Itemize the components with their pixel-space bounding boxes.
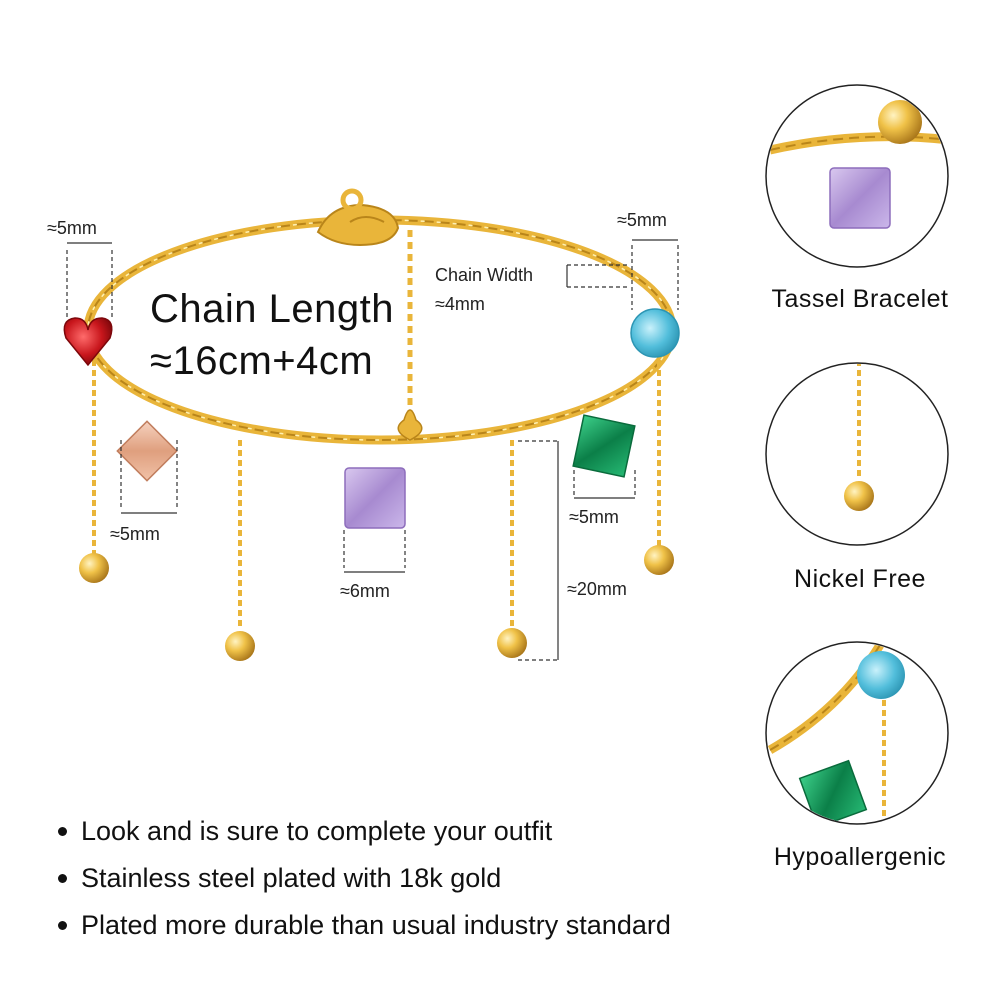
green-square-gem [572, 414, 636, 478]
dimension-blue-round: ≈5mm [617, 210, 667, 230]
dimension-guides [66, 239, 679, 661]
chain-length-title: Chain Length [150, 287, 394, 331]
feature-label-nickel: Nickel Free [794, 565, 926, 593]
bullet-text: Stainless steel plated with 18k gold [81, 863, 502, 893]
feature-bullet-list: Look and is sure to complete your outfit… [58, 808, 671, 949]
chain-length-value: ≈16cm+4cm [150, 339, 374, 383]
red-heart-gem [63, 317, 113, 367]
bullet-item: Stainless steel plated with 18k gold [58, 855, 671, 902]
bullet-text: Look and is sure to complete your outfit [81, 816, 553, 846]
bullet-dot-icon [58, 921, 67, 930]
feature-circle-tassel [765, 84, 949, 268]
dimension-red-heart: ≈5mm [47, 218, 97, 238]
dimension-tassel-length: ≈20mm [567, 579, 627, 599]
lobster-clasp [316, 188, 400, 247]
dimension-green-square: ≈5mm [569, 507, 619, 527]
gold-balls [79, 545, 674, 661]
bullet-item: Plated more durable than usual industry … [58, 902, 671, 949]
feature-label-tassel: Tassel Bracelet [771, 285, 949, 313]
chain-width-label: Chain Width [435, 265, 534, 285]
dimension-purple-square: ≈6mm [340, 581, 390, 601]
feature-label-hypoallergenic: Hypoallergenic [773, 843, 947, 871]
blue-round-gem [630, 308, 680, 358]
bullet-dot-icon [58, 827, 67, 836]
feature-circle-hypoallergenic [765, 641, 949, 825]
feature-circle-nickel [765, 362, 949, 546]
bullet-text: Plated more durable than usual industry … [81, 910, 671, 940]
champagne-square-gem [116, 420, 178, 482]
chain-width-value: ≈4mm [435, 294, 485, 314]
tassel-dangles [92, 360, 661, 630]
dimension-champagne-square: ≈5mm [110, 524, 160, 544]
bullet-item: Look and is sure to complete your outfit [58, 808, 671, 855]
extender-chain [397, 230, 423, 441]
bullet-dot-icon [58, 874, 67, 883]
purple-square-gem [344, 467, 406, 529]
